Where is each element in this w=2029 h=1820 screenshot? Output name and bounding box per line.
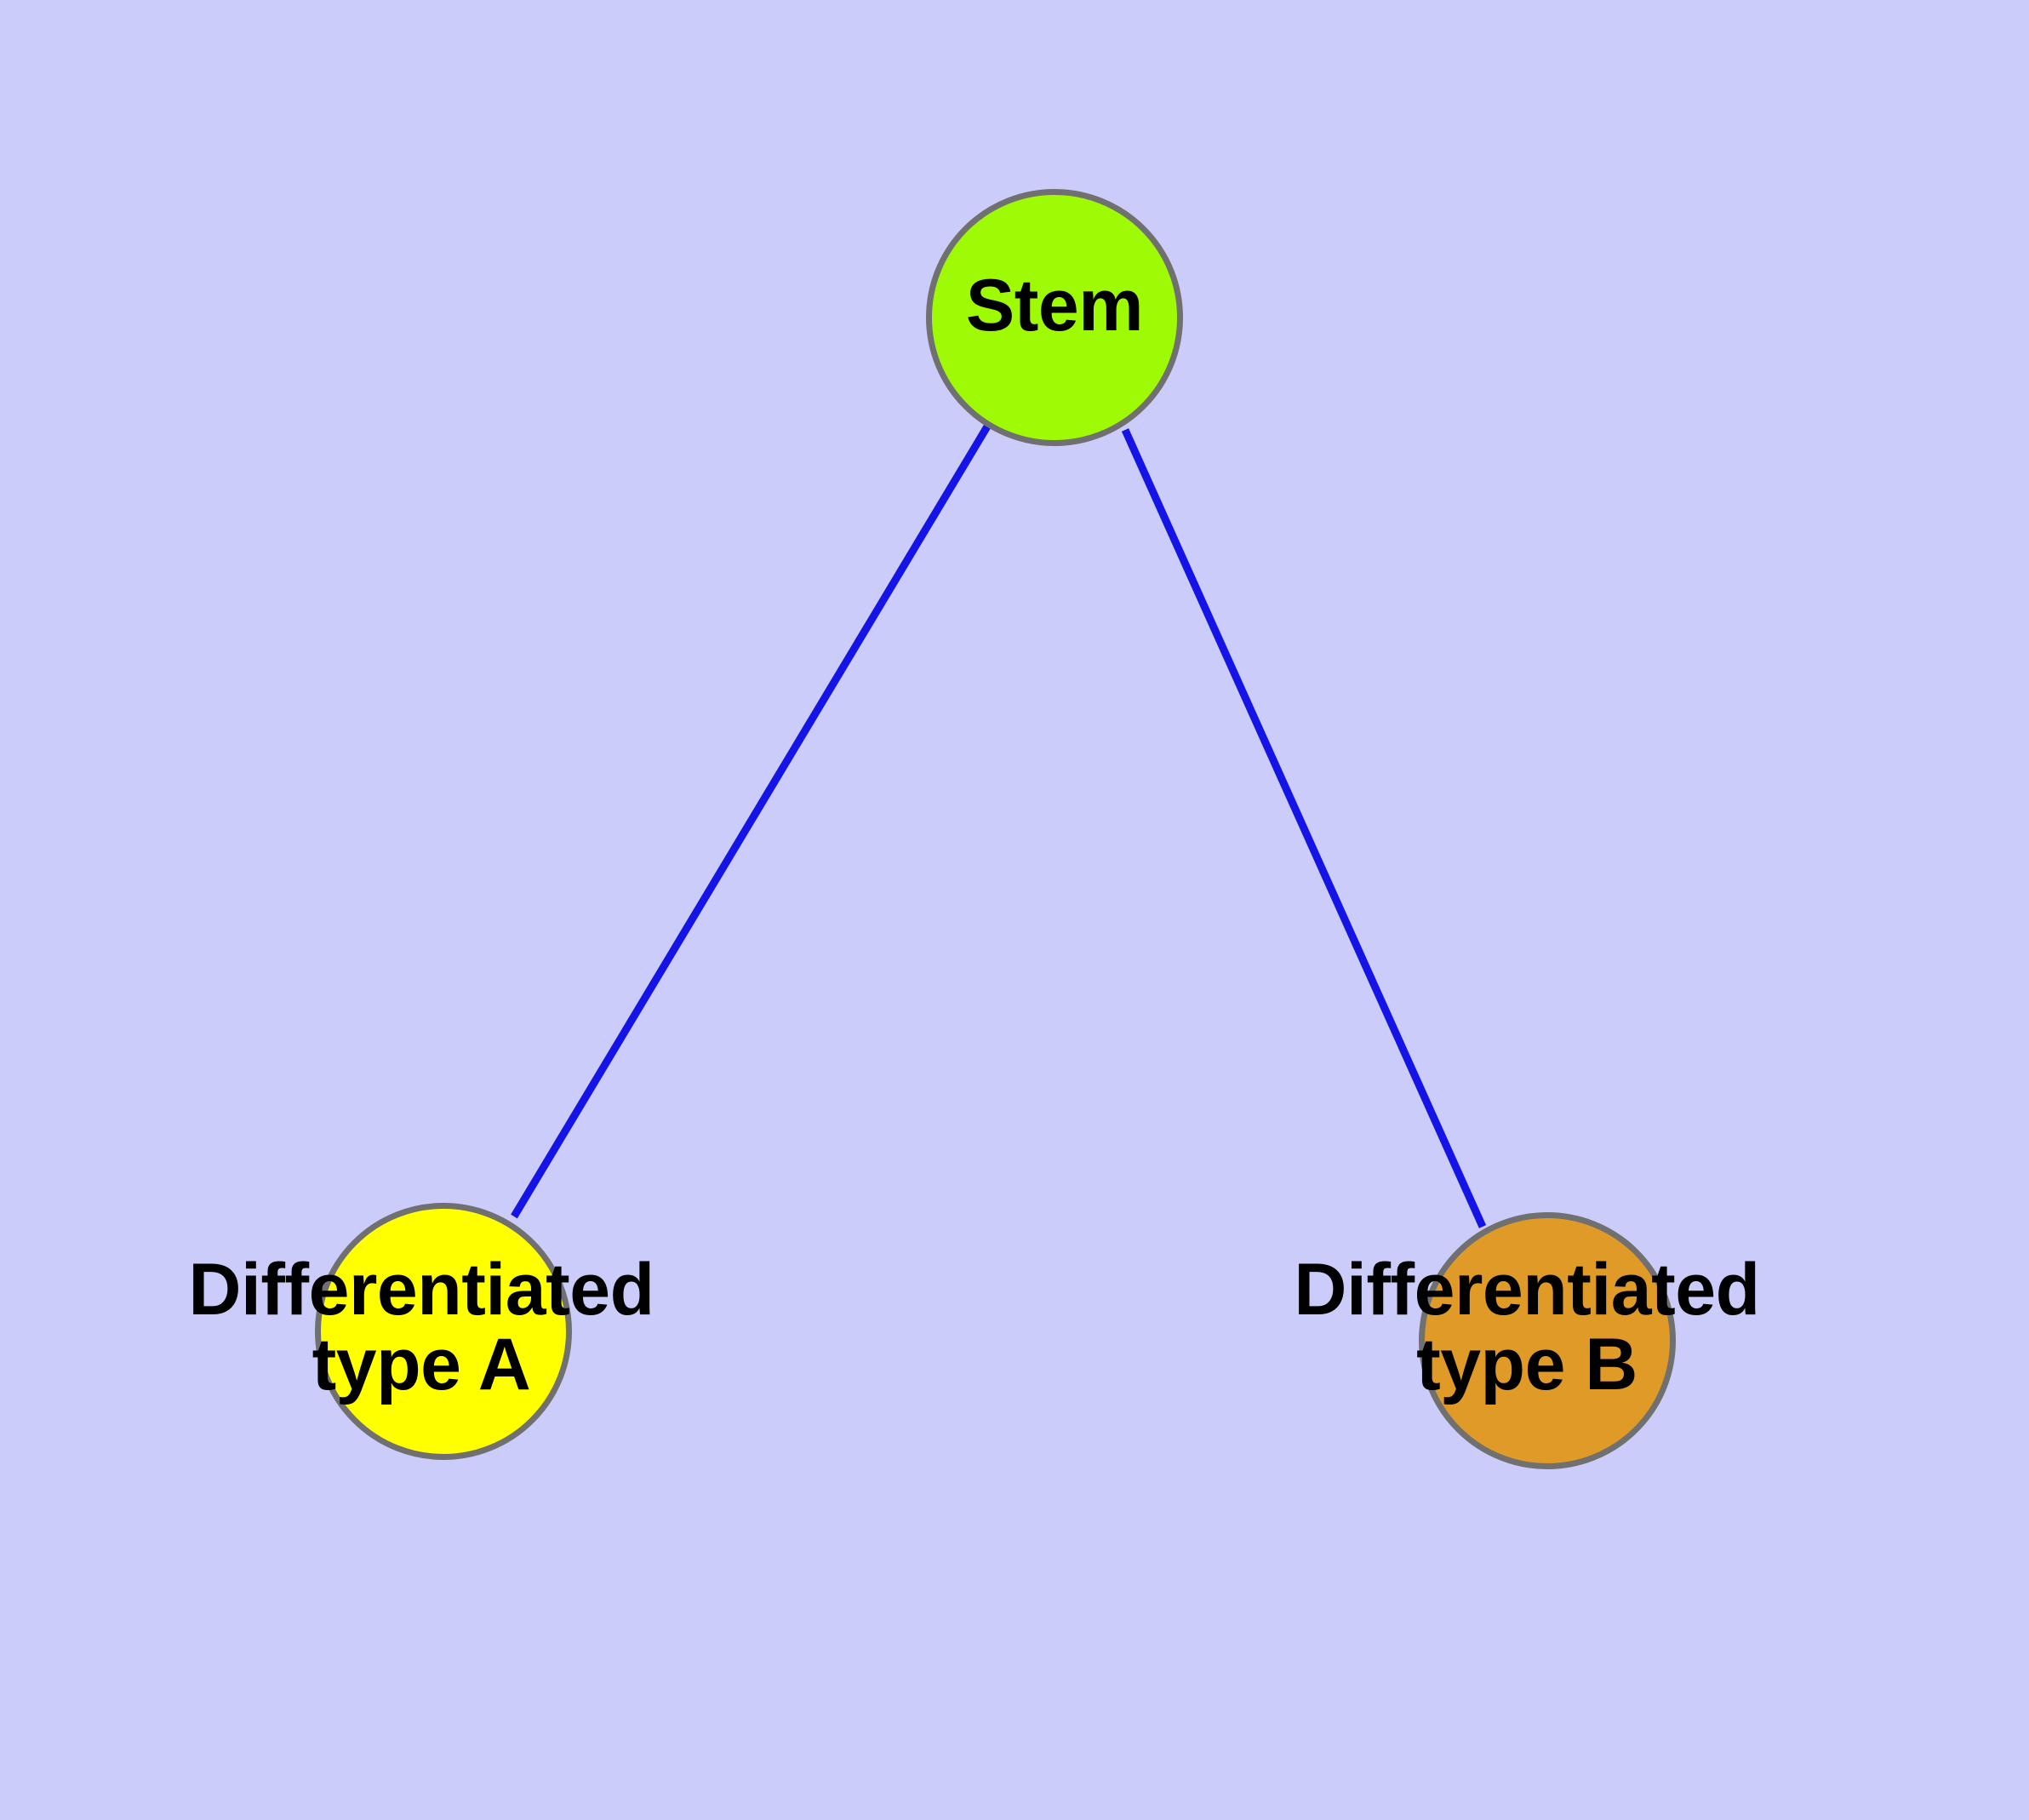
node-type-a-label-line2: type A [311,1323,531,1405]
edge-stem-to-type-b [1121,428,1487,1228]
node-type-b-label-line2: type B [1416,1323,1637,1405]
edge-stem-to-type-a [511,424,991,1219]
node-differentiated-type-a[interactable] [315,1203,572,1460]
node-type-a-label-line1: Differentiated [188,1249,654,1331]
node-differentiated-type-b[interactable] [1419,1212,1676,1469]
node-type-b-label-line1: Differentiated [1294,1249,1760,1331]
node-stem-label: Stem [965,265,1144,346]
node-stem[interactable] [926,189,1183,446]
